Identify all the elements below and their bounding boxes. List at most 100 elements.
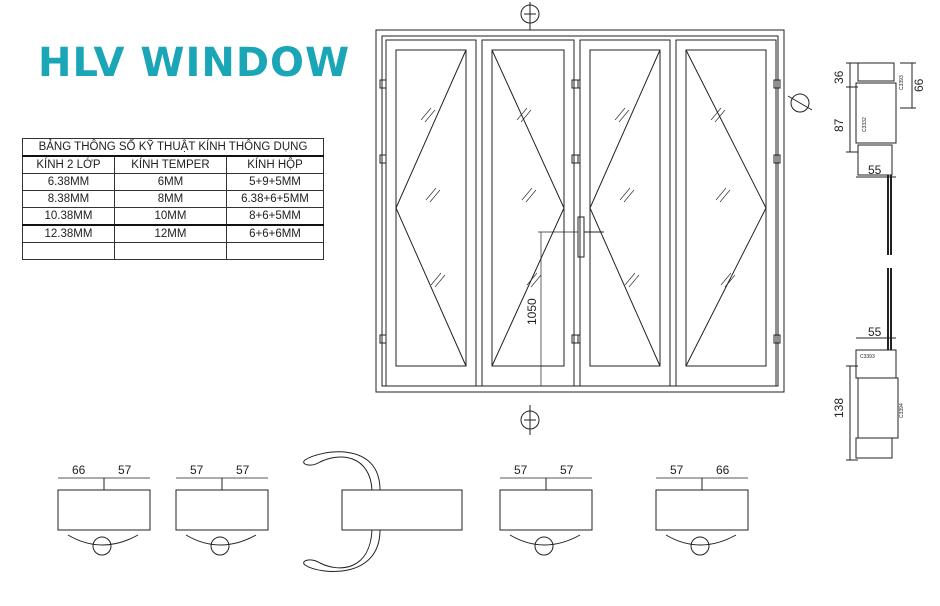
glass-hatch — [619, 187, 631, 201]
profile-body — [499, 489, 593, 531]
profile-body — [57, 489, 151, 531]
profile-section-1: 66 57 — [57, 463, 151, 556]
table-header: KÍNH HỘP — [225, 155, 325, 174]
handle-base — [534, 536, 554, 556]
handle-lever-bottom — [303, 529, 381, 572]
dim-36: 36 — [832, 70, 846, 84]
gasket — [665, 534, 737, 546]
glass-spec-table: BẢNG THÔNG SỐ KỸ THUẬT KÍNH THÔNG DỤNG K… — [22, 138, 325, 260]
handle-lever-top — [303, 451, 381, 491]
glass-hatch — [520, 109, 532, 123]
glass-hatch — [526, 272, 538, 286]
opening-direction-line — [685, 49, 767, 367]
section-marker-side — [787, 93, 813, 113]
cell: 8+6+5MM — [225, 207, 325, 226]
dim-handle-height: 1050 — [525, 298, 539, 325]
cell: 6.38+6+5MM — [225, 190, 325, 208]
glass-hatch — [525, 189, 537, 203]
door-leaf — [579, 39, 671, 387]
hinge — [773, 154, 781, 164]
table-caption: BẢNG THÔNG SỐ KỸ THUẬT KÍNH THÔNG DỤNG — [22, 138, 324, 157]
dim-left: 57 — [190, 463, 204, 477]
brand-title: HLV WINDOW — [38, 40, 351, 86]
glass-hatch — [618, 109, 630, 123]
hinge — [571, 334, 579, 344]
outer-frame — [375, 29, 785, 393]
hinge — [379, 79, 387, 89]
profile-label: C3394 — [899, 403, 905, 418]
handle-base — [92, 536, 112, 556]
dim-55-top: 55 — [868, 163, 882, 177]
bottom-sections: 66 57 57 57 57 57 57 66 — [57, 463, 749, 556]
glass-hatch — [614, 107, 626, 121]
dim-87: 87 — [832, 118, 846, 132]
glass-hatch — [420, 107, 432, 121]
dim-138: 138 — [832, 398, 846, 418]
profile-body — [655, 489, 749, 531]
door-handle — [577, 216, 585, 258]
dim-right: 57 — [118, 463, 132, 477]
glass-pane — [685, 49, 767, 367]
glass-hatch — [710, 107, 722, 121]
hinge — [573, 154, 581, 164]
glass-hatch — [434, 274, 446, 288]
handle-base — [210, 536, 230, 556]
hinge — [379, 154, 387, 164]
section-marker-top — [520, 2, 540, 30]
opening-direction-line — [491, 49, 565, 367]
glass-hatch — [429, 189, 441, 203]
cell: 10MM — [113, 207, 227, 226]
opening-direction-line — [395, 49, 467, 367]
glass-hatch — [530, 274, 542, 288]
glass-hatch — [628, 274, 640, 288]
dim-55-bottom: 55 — [868, 325, 882, 339]
dim-left: 57 — [514, 463, 528, 477]
profile-section-4: 57 66 — [655, 463, 749, 556]
center-section — [341, 489, 463, 531]
glass-pane — [589, 49, 661, 367]
door-leaf — [481, 39, 575, 387]
vertical-section: 36 66 87 55 55 138 C3393 C3332 C3393 C33… — [832, 62, 926, 461]
dim-66: 66 — [912, 78, 926, 92]
dim-left: 66 — [72, 463, 86, 477]
opening-direction-line — [589, 49, 661, 367]
glass-pane — [395, 49, 467, 367]
dim-right: 57 — [560, 463, 574, 477]
dim-left: 57 — [670, 463, 684, 477]
hinge — [773, 334, 781, 344]
cell — [225, 242, 325, 260]
glass-hatch — [425, 187, 437, 201]
cell: 10.38MM — [22, 207, 115, 226]
door-panels — [379, 39, 781, 387]
dim-right: 66 — [716, 463, 730, 477]
glass-hatch — [715, 187, 727, 201]
glass-hatch — [719, 189, 731, 203]
door-leaf — [675, 39, 777, 387]
profile-body — [175, 489, 269, 531]
hinge — [573, 334, 581, 344]
gasket — [509, 534, 581, 546]
hinge — [773, 79, 781, 89]
handle-base — [690, 536, 710, 556]
glass-hatch — [724, 274, 736, 288]
glass-hatch — [624, 272, 636, 286]
profile-section-2: 57 57 — [175, 463, 269, 556]
glass-hatch — [424, 109, 436, 123]
gasket — [185, 534, 257, 546]
profile-section-3: 57 57 — [499, 463, 593, 556]
glass-hatch — [516, 107, 528, 121]
hinge — [571, 79, 579, 89]
glass-hatch — [714, 109, 726, 123]
dim-right: 57 — [236, 463, 250, 477]
gasket — [67, 534, 139, 546]
glass-hatch — [720, 272, 732, 286]
door-leaf — [385, 39, 477, 387]
hinge — [379, 334, 387, 344]
profile-label: C3393 — [899, 75, 905, 90]
cell: 8.38MM — [22, 190, 115, 208]
